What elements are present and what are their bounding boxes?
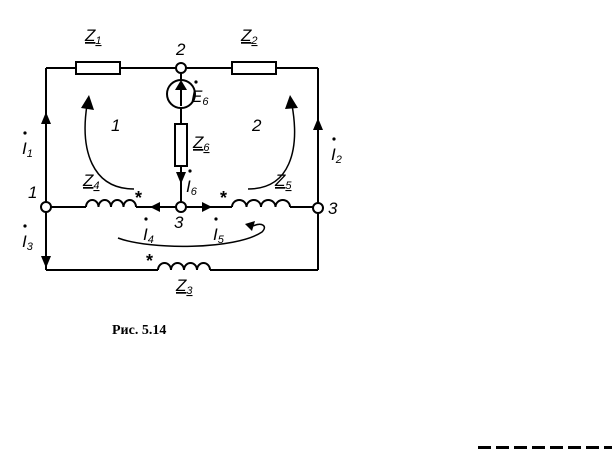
star-marker-z4: * xyxy=(135,188,142,208)
node-1-terminal xyxy=(40,201,52,213)
inductor-z5 xyxy=(231,199,291,208)
loop-2-arrow-icon xyxy=(247,95,298,190)
node-3-center-terminal xyxy=(175,201,187,213)
dot-e6 xyxy=(194,80,198,84)
resistor-z6 xyxy=(174,123,188,167)
inductor-z3 xyxy=(157,262,211,271)
star-marker-z3: * xyxy=(146,251,153,271)
arrow-i1-icon xyxy=(41,112,51,124)
dot-i5 xyxy=(214,217,218,221)
arrow-i5-icon xyxy=(202,202,212,212)
resistor-z2 xyxy=(231,61,277,75)
label-i2: I2 xyxy=(331,145,342,166)
label-z4: Z4 xyxy=(82,171,100,192)
dot-i6 xyxy=(188,169,192,173)
resistor-z1 xyxy=(75,61,121,75)
label-node-3-center: 3 xyxy=(174,213,184,232)
label-z1: Z1 xyxy=(84,26,102,47)
label-i3: I3 xyxy=(22,232,34,253)
label-node-2: 2 xyxy=(175,40,186,59)
label-e6: E6 xyxy=(191,87,209,108)
arrow-i6-icon xyxy=(176,172,186,184)
dot-i3 xyxy=(23,224,27,228)
figure-caption: Рис. 5.14 xyxy=(112,323,167,338)
coupling-loop-arrow-icon xyxy=(117,221,266,248)
loop-1-arrow-icon xyxy=(81,95,135,190)
label-i5: I5 xyxy=(213,225,225,246)
label-node-1: 1 xyxy=(28,183,37,202)
label-loop-1: 1 xyxy=(111,116,120,135)
dot-i2 xyxy=(332,137,336,141)
arrow-i3-icon xyxy=(41,256,51,268)
label-i4: I4 xyxy=(143,225,154,246)
label-node-3-right: 3 xyxy=(328,199,338,218)
star-marker-z5: * xyxy=(220,188,227,208)
dashed-line-decoration xyxy=(478,446,612,449)
label-loop-2: 2 xyxy=(251,116,262,135)
label-z3: Z3 xyxy=(175,276,193,297)
dot-i1 xyxy=(23,131,27,135)
dot-i4 xyxy=(144,217,148,221)
label-z2: Z2 xyxy=(240,26,258,47)
node-3-right-terminal xyxy=(312,202,324,214)
voltage-source-e6 xyxy=(166,79,196,109)
arrow-i2-icon xyxy=(313,118,323,130)
inductor-z4 xyxy=(85,199,137,208)
arrow-i4-icon xyxy=(150,202,160,212)
label-i1: I1 xyxy=(22,139,33,160)
label-z6: Z6 xyxy=(192,133,210,154)
label-i6: I6 xyxy=(186,177,198,198)
label-z5: Z5 xyxy=(274,171,292,192)
node-2-terminal xyxy=(175,62,187,74)
